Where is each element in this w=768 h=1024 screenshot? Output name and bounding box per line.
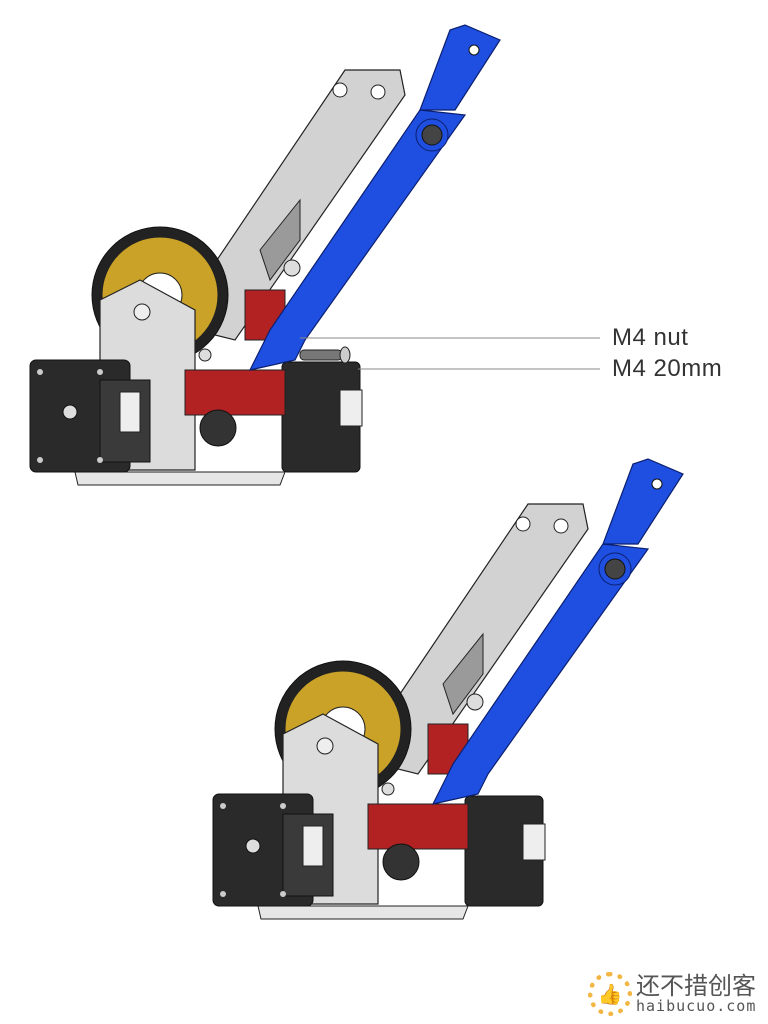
- watermark-cn: 还不措创客: [636, 972, 756, 1000]
- thumbs-up-logo-icon: 👍: [588, 972, 632, 1016]
- m4-screw: [299, 349, 343, 361]
- callout-m4-20mm: M4 20mm: [612, 355, 723, 382]
- assembly-exploded: [29, 24, 501, 486]
- callout-m4-nut: M4 nut: [612, 324, 689, 351]
- watermark-en: haibucuo.com: [636, 996, 757, 1015]
- watermark: 👍 还不措创客 haibucuo.com: [588, 972, 756, 1016]
- assembly-assembled: [212, 458, 684, 920]
